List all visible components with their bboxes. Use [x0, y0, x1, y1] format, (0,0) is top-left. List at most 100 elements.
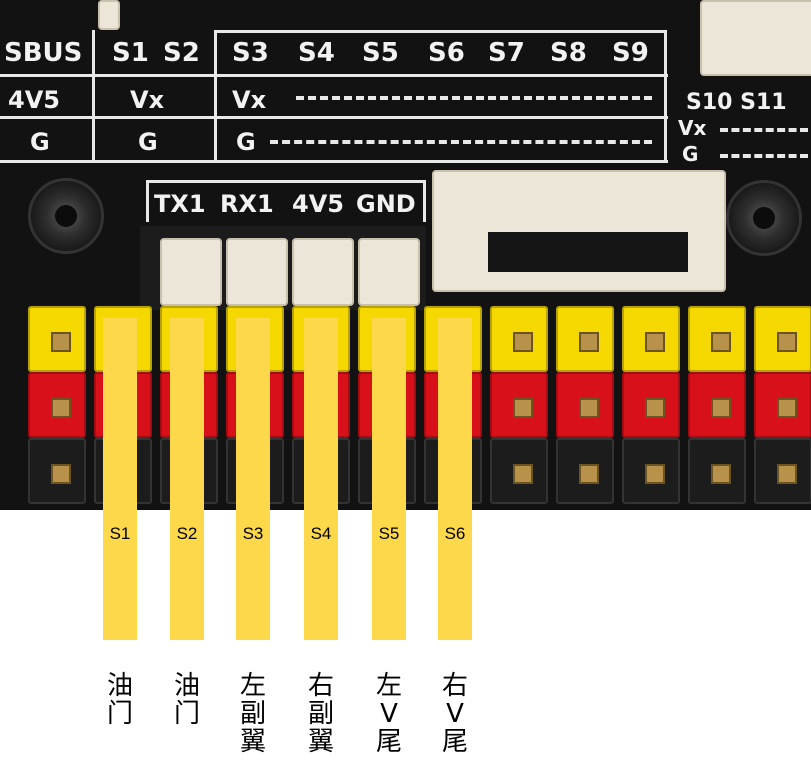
silk-line [214, 30, 217, 160]
silk-line [0, 74, 668, 77]
silk-dashed-line [720, 128, 808, 136]
power-pin-11 [688, 372, 746, 438]
label-4v5: 4V5 [8, 86, 60, 114]
label-g-right: G [682, 142, 699, 166]
power-pin-10 [622, 372, 680, 438]
pin-contact [513, 464, 533, 484]
jst-connector [432, 170, 726, 292]
pin-contact [645, 332, 665, 352]
strip-label-s1: S1 [109, 524, 131, 543]
highlight-strip-s1 [103, 318, 137, 640]
function-label-s2: 油门 [173, 671, 200, 729]
label-4v5-uart: 4V5 [292, 190, 344, 218]
silk-line [423, 180, 426, 222]
silk-dashed-line [270, 140, 652, 148]
signal-pin-9 [556, 306, 614, 372]
ground-pin-10 [622, 438, 680, 504]
pin-contact [777, 464, 797, 484]
white-connector [98, 0, 120, 30]
label-s7: S7 [488, 38, 525, 68]
signal-pin-8 [490, 306, 548, 372]
silk-line [146, 180, 149, 222]
label-s9: S9 [612, 38, 649, 68]
silk-line [92, 30, 95, 160]
label-s3: S3 [232, 38, 269, 68]
highlight-strip-s5 [372, 318, 406, 640]
pin-contact [579, 398, 599, 418]
pin-contact [51, 464, 71, 484]
uart-pin-gnd [358, 238, 420, 306]
label-s5: S5 [362, 38, 399, 68]
pin-contact [711, 398, 731, 418]
pin-contact [645, 398, 665, 418]
signal-pin-12 [754, 306, 811, 372]
function-label-s3: 左副翼 [239, 671, 266, 757]
power-pin-8 [490, 372, 548, 438]
power-pin-9 [556, 372, 614, 438]
highlight-strip-s4 [304, 318, 338, 640]
silk-line [216, 30, 666, 33]
silk-line [0, 160, 668, 163]
label-s4: S4 [298, 38, 335, 68]
pin-contact [711, 332, 731, 352]
label-gnd: GND [356, 190, 416, 218]
silk-line [0, 116, 668, 119]
pin-contact [513, 332, 533, 352]
function-label-s4: 右副翼 [307, 671, 334, 757]
pin-contact [513, 398, 533, 418]
power-pin-1 [28, 372, 86, 438]
highlight-strip-s6 [438, 318, 472, 640]
function-label-s6: 右V尾 [441, 671, 468, 757]
uart-pin-4v5 [292, 238, 354, 306]
function-label-s1: 油门 [106, 671, 133, 729]
ground-pin-12 [754, 438, 811, 504]
mounting-screw [726, 180, 802, 256]
silk-dashed-line [296, 96, 652, 104]
strip-label-s4: S4 [310, 524, 332, 543]
uart-pin-tx1 [160, 238, 222, 306]
signal-pin-10 [622, 306, 680, 372]
silk-line [146, 180, 426, 183]
pin-contact [579, 332, 599, 352]
pin-contact [777, 332, 797, 352]
uart-pin-rx1 [226, 238, 288, 306]
label-s10-s11: S10 S11 [686, 90, 787, 115]
label-vx-right: Vx [678, 116, 707, 140]
label-vx-s1s2: Vx [130, 86, 165, 114]
white-connector [700, 0, 811, 76]
label-s6: S6 [428, 38, 465, 68]
pin-contact [51, 398, 71, 418]
power-pin-12 [754, 372, 811, 438]
mounting-screw [28, 178, 104, 254]
label-s8: S8 [550, 38, 587, 68]
ground-pin-8 [490, 438, 548, 504]
function-label-s5: 左V尾 [375, 671, 402, 757]
strip-label-s6: S6 [444, 524, 466, 543]
ground-pin-9 [556, 438, 614, 504]
label-g-s1s2: G [138, 128, 158, 156]
signal-pin-11 [688, 306, 746, 372]
label-g-s3s9: G [236, 128, 256, 156]
label-sbus: SBUS [4, 38, 83, 68]
strip-label-s2: S2 [176, 524, 198, 543]
pin-contact [711, 464, 731, 484]
label-tx1: TX1 [154, 190, 206, 218]
label-g-sbus: G [30, 128, 50, 156]
label-s1: S1 [112, 38, 149, 68]
jst-connector-slot [488, 232, 688, 272]
ground-pin-1 [28, 438, 86, 504]
label-vx-s3s9: Vx [232, 86, 267, 114]
strip-label-s3: S3 [242, 524, 264, 543]
pin-contact [51, 332, 71, 352]
label-s2: S2 [163, 38, 200, 68]
pin-contact [645, 464, 665, 484]
strip-label-s5: S5 [378, 524, 400, 543]
highlight-strip-s2 [170, 318, 204, 640]
pin-contact [777, 398, 797, 418]
silk-line [664, 30, 667, 162]
label-rx1: RX1 [220, 190, 274, 218]
signal-pin-1 [28, 306, 86, 372]
silk-dashed-line [720, 154, 808, 162]
pin-contact [579, 464, 599, 484]
ground-pin-11 [688, 438, 746, 504]
